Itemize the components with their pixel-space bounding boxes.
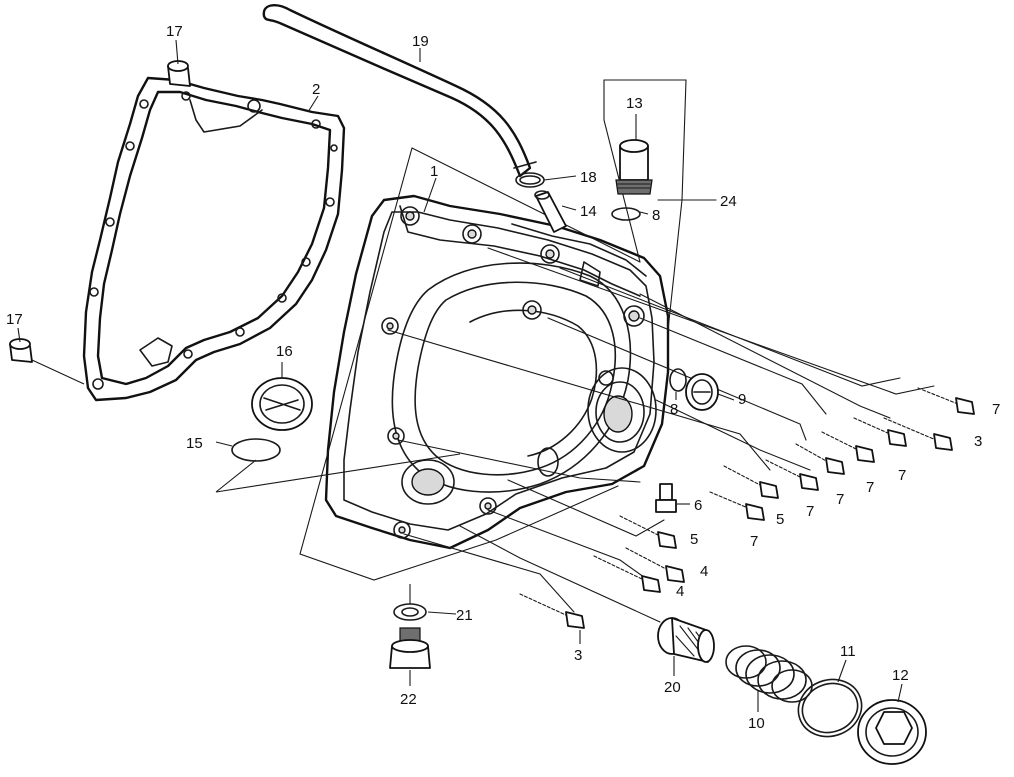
callout-3-b: 3 [574, 647, 582, 664]
o-ring-top [611, 207, 641, 221]
bolt-7f [709, 491, 765, 521]
group-outline [299, 79, 717, 581]
callout-labels: 17 2 19 1 13 18 14 8 24 17 16 15 8 9 7 3… [6, 23, 1000, 732]
filter-cap [857, 699, 927, 765]
drain-washer [393, 603, 427, 621]
callout-leaders [17, 39, 903, 712]
callout-15: 15 [186, 435, 203, 452]
oil-strainer [657, 617, 715, 663]
callout-16: 16 [276, 343, 293, 360]
callout-21: 21 [456, 607, 473, 624]
bolt-4b [593, 555, 661, 593]
crankshaft-hole-cap [685, 373, 719, 411]
callout-7-b: 7 [898, 467, 906, 484]
callout-6: 6 [694, 497, 702, 514]
crankcase-cover [324, 194, 670, 550]
dowel-pin-left [9, 338, 33, 363]
callout-20: 20 [664, 679, 681, 696]
callout-11: 11 [840, 643, 856, 660]
dowel-pin-top [167, 60, 191, 87]
pipe-nipple [534, 190, 567, 233]
callout-10: 10 [748, 715, 765, 732]
o-ring-cap [231, 438, 281, 462]
callout-7-d: 7 [836, 491, 844, 508]
large-o-ring [797, 678, 863, 738]
timing-cap [251, 377, 313, 431]
bolt-3b [519, 593, 585, 629]
callout-1: 1 [430, 163, 438, 180]
callout-13: 13 [626, 95, 643, 112]
callout-7-c: 7 [866, 479, 874, 496]
callout-18: 18 [580, 169, 597, 186]
bolt-7d [795, 443, 845, 475]
bolt-7b [853, 417, 907, 447]
callout-5-b: 5 [690, 531, 698, 548]
filter-spring [725, 645, 813, 703]
drain-bolt [389, 627, 431, 669]
callout-17-top: 17 [166, 23, 183, 40]
bolt-7e [765, 459, 819, 491]
breather-hose [262, 4, 537, 178]
bolt-4a [625, 547, 685, 583]
callout-5-a: 5 [776, 511, 784, 528]
bolt-7a [917, 387, 975, 415]
hose-clamp [515, 172, 545, 188]
callout-8-top: 8 [652, 207, 660, 224]
callout-7-f: 7 [750, 533, 758, 550]
callout-4-a: 4 [700, 563, 708, 580]
bolt-7c [821, 431, 875, 463]
callout-17-left: 17 [6, 311, 23, 328]
filler-plug [615, 139, 653, 195]
bolt-5a [723, 465, 779, 499]
bolt-5b [619, 515, 677, 549]
callout-12: 12 [892, 667, 909, 684]
gasket [82, 76, 346, 402]
o-ring-right [669, 368, 687, 392]
callout-7-e: 7 [806, 503, 814, 520]
callout-2: 2 [312, 81, 320, 98]
bolt-6 [655, 483, 677, 513]
callout-14: 14 [580, 203, 597, 220]
callout-9: 9 [738, 391, 746, 408]
callout-19: 19 [412, 33, 429, 50]
callout-8-right: 8 [670, 401, 678, 418]
callout-22: 22 [400, 691, 417, 708]
bolt-3a [883, 417, 953, 451]
callout-7-a: 7 [992, 401, 1000, 418]
callout-4-b: 4 [676, 583, 684, 600]
callout-24: 24 [720, 193, 737, 210]
bolt-leaders [387, 247, 935, 623]
callout-3-a: 3 [974, 433, 982, 450]
